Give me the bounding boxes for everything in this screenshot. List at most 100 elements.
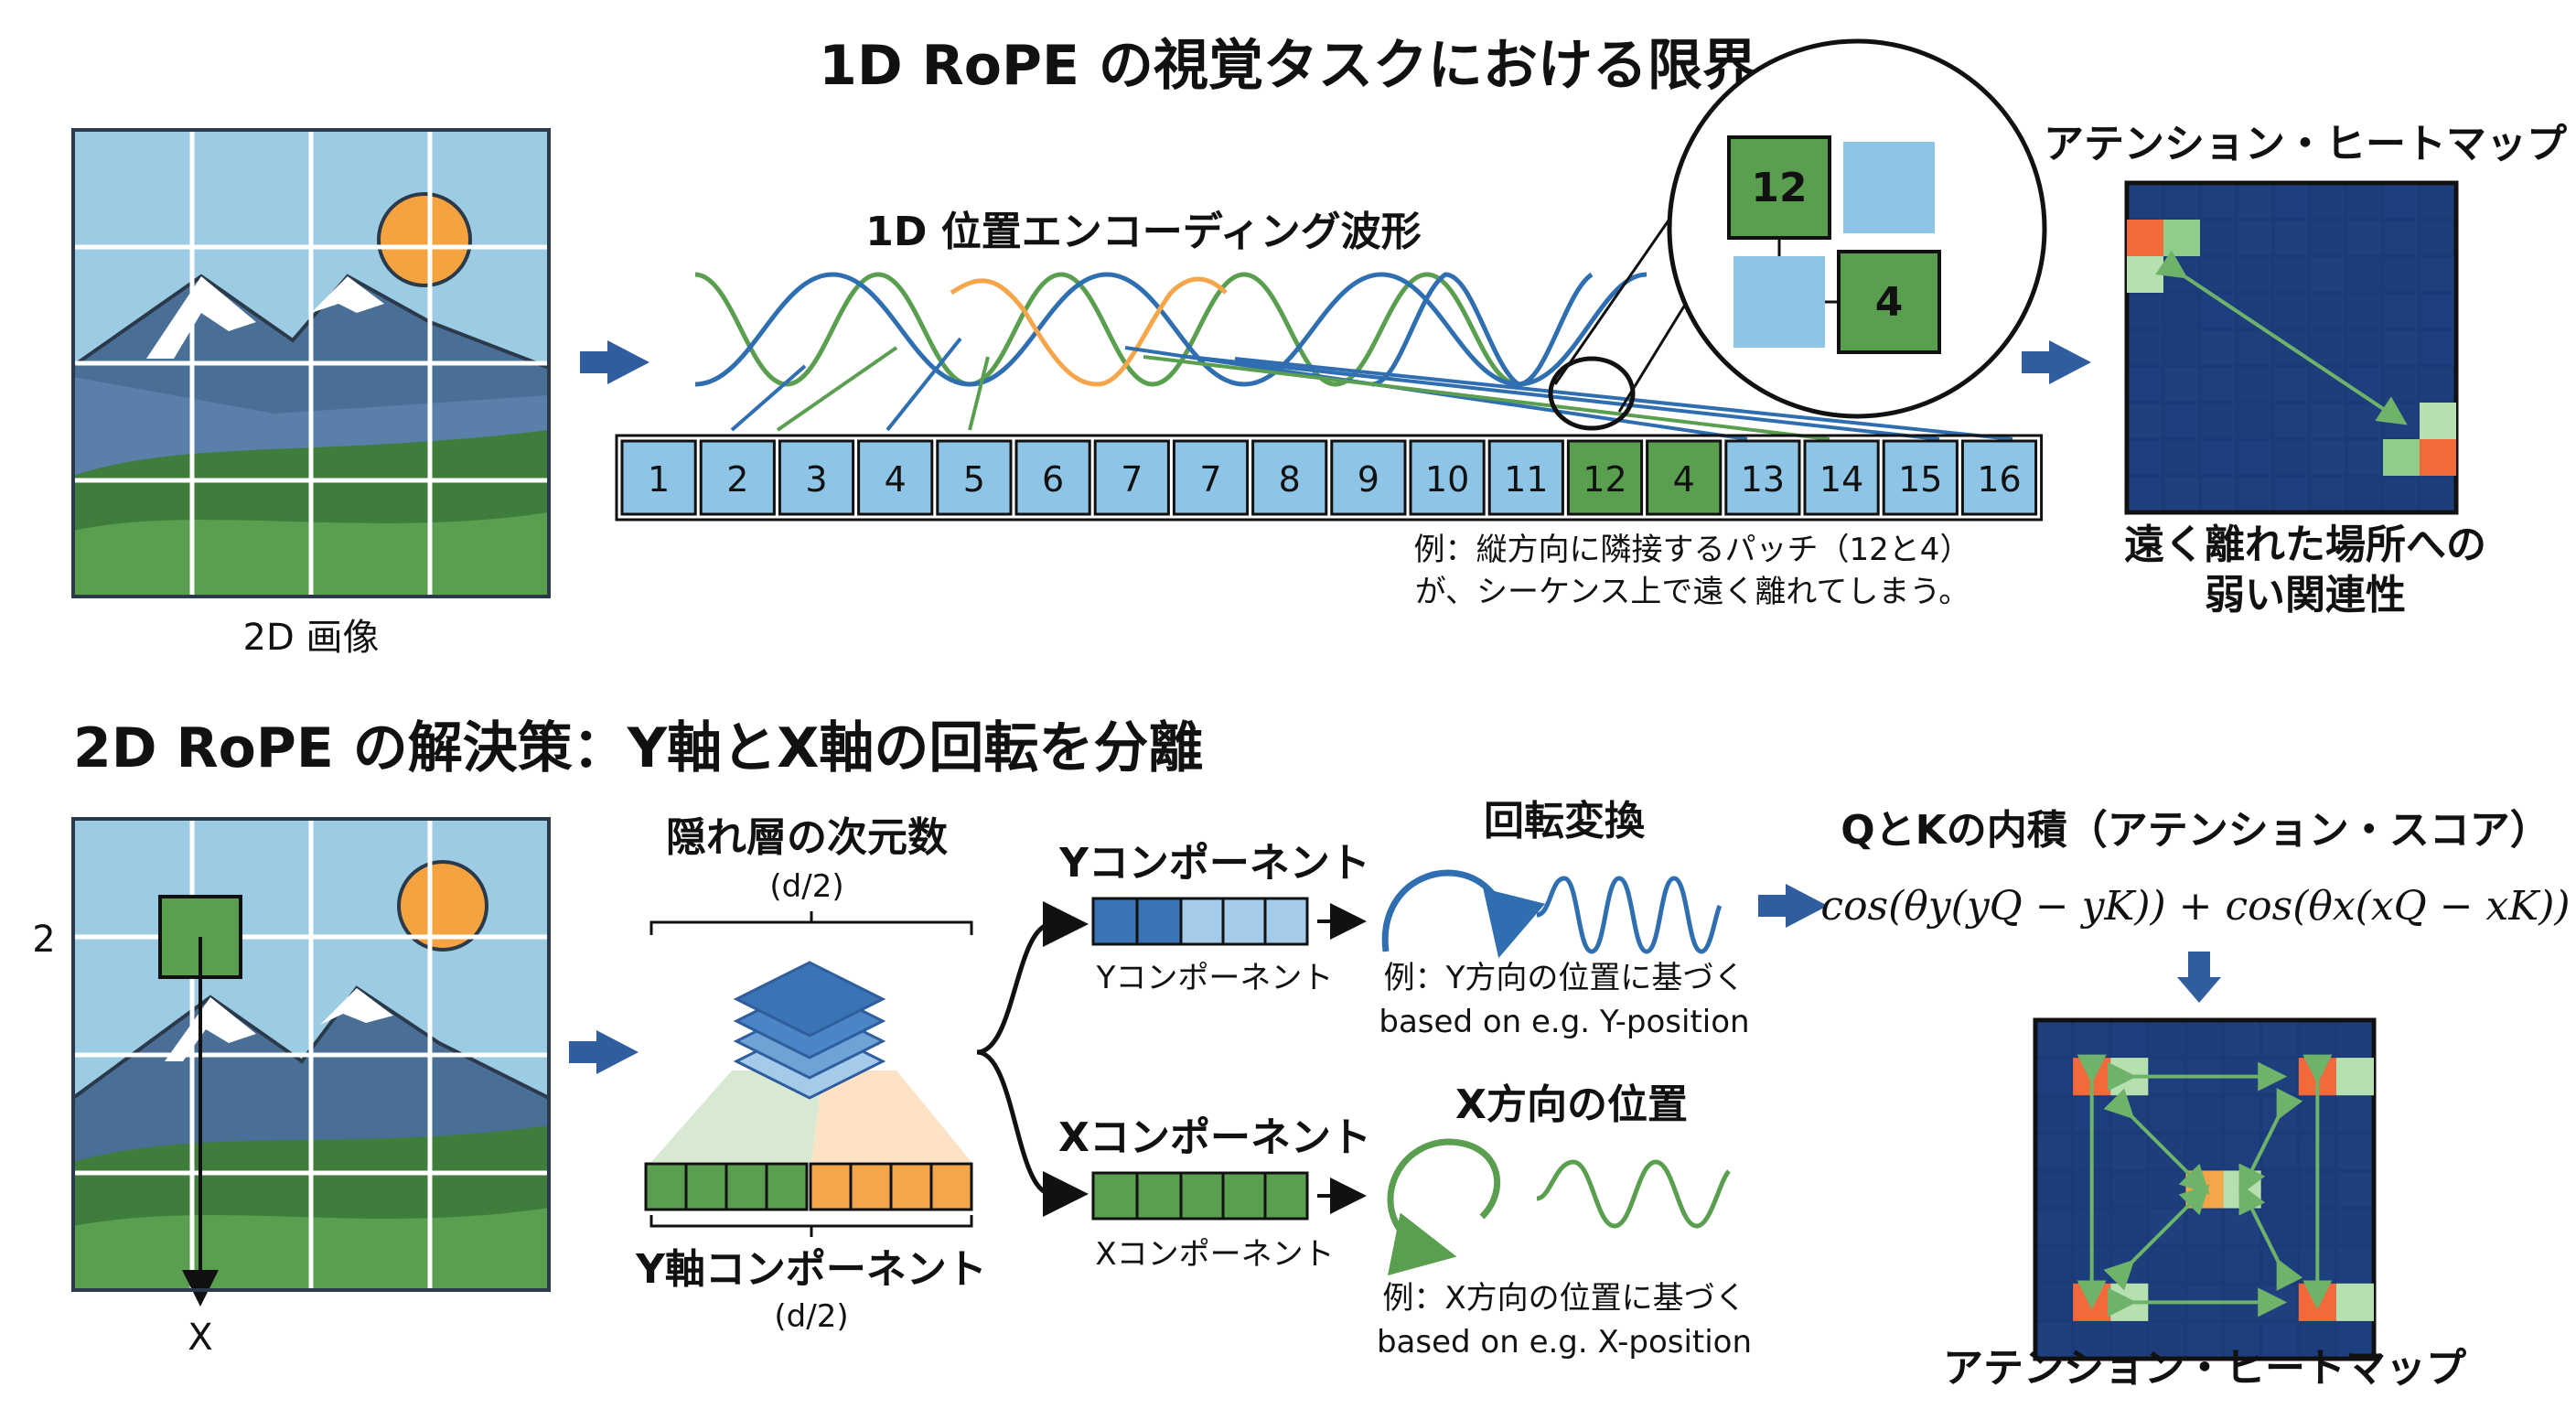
sequence-token-label: 4 bbox=[885, 459, 907, 500]
heatmap-cell bbox=[2037, 1172, 2071, 1206]
sequence-token: 6 bbox=[1016, 441, 1089, 514]
heatmap-cell bbox=[2385, 295, 2418, 328]
bottom-heatmap-title: アテンション・ヒートマップ bbox=[1943, 1345, 2466, 1392]
qk-title: QとKの内積（アテンション・スコア） bbox=[1841, 807, 2550, 854]
heatmap-cell bbox=[2150, 1248, 2184, 1282]
sequence-token-label: 5 bbox=[963, 459, 985, 500]
heatmap-cell bbox=[2421, 258, 2454, 291]
heatmap-cell bbox=[2112, 1135, 2146, 1168]
sequence-token: 4 bbox=[1648, 441, 1721, 514]
heatmap-cell bbox=[2348, 221, 2381, 254]
sequence-token: 1 bbox=[622, 441, 695, 514]
heatmap-cell bbox=[2421, 331, 2454, 364]
sequence-token: 7 bbox=[1095, 441, 1168, 514]
heatmap-cell bbox=[2202, 404, 2235, 437]
rotation-x-icon bbox=[1390, 1142, 1497, 1252]
hidden-dim-title: 隠れ層の次元数 bbox=[666, 814, 948, 861]
sequence-token: 12 bbox=[1568, 441, 1641, 514]
heatmap-cell bbox=[2348, 185, 2381, 218]
heatmap-cell bbox=[2338, 1172, 2372, 1206]
layer-stack-icon bbox=[651, 963, 971, 1162]
heatmap-cell bbox=[2263, 1022, 2297, 1056]
heatmap-cell bbox=[2037, 1285, 2071, 1319]
bottom-arrow-down bbox=[2177, 952, 2221, 1003]
heatmap-cell bbox=[2421, 221, 2454, 254]
heatmap-cell bbox=[2421, 185, 2454, 218]
sequence-token: 15 bbox=[1884, 441, 1957, 514]
heatmap-hot-cell bbox=[2127, 256, 2163, 293]
x-component-title: Xコンポーネント bbox=[1058, 1114, 1371, 1161]
heatmap-hot-cell bbox=[2163, 220, 2200, 256]
heatmap-cell bbox=[2129, 331, 2162, 364]
heatmap-cell bbox=[2385, 368, 2418, 401]
heatmap-hot-cell bbox=[2336, 1284, 2374, 1321]
heatmap-cell bbox=[2421, 295, 2454, 328]
heatmap-cell bbox=[2275, 295, 2308, 328]
sequence-token: 10 bbox=[1411, 441, 1484, 514]
x-direction-title: X方向の位置 bbox=[1455, 1081, 1688, 1128]
heatmap-cell bbox=[2421, 368, 2454, 401]
heatmap-cell bbox=[2112, 1022, 2146, 1056]
waveform bbox=[695, 274, 1647, 384]
x-example-line2: based on e.g. X-position bbox=[1377, 1324, 1752, 1361]
heatmap-cell bbox=[2150, 1097, 2184, 1131]
heatmap-cell bbox=[2129, 478, 2162, 511]
heatmap-cell bbox=[2312, 441, 2345, 474]
heatmap-cell bbox=[2312, 478, 2345, 511]
heatmap-cell bbox=[2165, 368, 2198, 401]
heatmap-hot-cell bbox=[2383, 439, 2420, 476]
heatmap-cell bbox=[2150, 1022, 2184, 1056]
sequence-token: 4 bbox=[859, 441, 932, 514]
heatmap-cell bbox=[2075, 1022, 2109, 1056]
sequence-token-label: 13 bbox=[1741, 459, 1785, 500]
heatmap-cell bbox=[2348, 295, 2381, 328]
sequence-token-label: 3 bbox=[805, 459, 827, 500]
heatmap-cell bbox=[2385, 478, 2418, 511]
heatmap-cell bbox=[2187, 1248, 2221, 1282]
heatmap-cell bbox=[2238, 258, 2271, 291]
heatmap-cell bbox=[2150, 1172, 2184, 1206]
rotation-title: 回転変換 bbox=[1484, 798, 1646, 844]
x-example-line1: 例：X方向の位置に基づく bbox=[1382, 1280, 1745, 1317]
heatmap-cell bbox=[2165, 295, 2198, 328]
top-heatmap-title: アテンション・ヒートマップ bbox=[2044, 121, 2567, 167]
wave-y-icon bbox=[1537, 878, 1720, 952]
zoom-token-12: 12 bbox=[1751, 165, 1807, 211]
heatmap-cell bbox=[2226, 1097, 2259, 1131]
rotation-y-icon bbox=[1385, 873, 1506, 952]
top-title: 1D RoPE の視覚タスクにおける限界 bbox=[819, 34, 1757, 98]
heatmap-cell bbox=[2202, 478, 2235, 511]
heatmap-hot-cell bbox=[2336, 1058, 2374, 1095]
zoom-token-4: 4 bbox=[1875, 279, 1904, 326]
sequence-token: 3 bbox=[779, 441, 853, 514]
heatmap-hot-cell bbox=[2420, 439, 2456, 476]
heatmap-cell bbox=[2226, 1248, 2259, 1282]
bottom-arrow-2 bbox=[1758, 884, 1828, 928]
top-arrow-1 bbox=[580, 340, 649, 384]
heatmap-cell bbox=[2165, 185, 2198, 218]
wave-x-icon bbox=[1537, 1162, 1729, 1226]
token-sequence: 1234567789101112413141516 bbox=[617, 436, 2042, 520]
sequence-token: 11 bbox=[1489, 441, 1562, 514]
heatmap-cell bbox=[2312, 258, 2345, 291]
hidden-dim-bracket bbox=[651, 911, 971, 935]
heatmap-cell bbox=[2385, 185, 2418, 218]
sequence-token: 2 bbox=[701, 441, 774, 514]
bottom-heatmap bbox=[2035, 1020, 2374, 1359]
heatmap-cell bbox=[2037, 1059, 2071, 1093]
heatmap-cell bbox=[2275, 258, 2308, 291]
heatmap-cell bbox=[2238, 331, 2271, 364]
heatmap-hot-cell bbox=[2420, 403, 2456, 439]
hidden-dim-sub: (d/2) bbox=[769, 868, 843, 905]
sequence-token-label: 6 bbox=[1042, 459, 1064, 500]
heatmap-cell bbox=[2263, 1172, 2297, 1206]
heatmap-cell bbox=[2275, 185, 2308, 218]
heatmap-cell bbox=[2348, 258, 2381, 291]
heatmap-cell bbox=[2129, 295, 2162, 328]
y-component-vector bbox=[1093, 898, 1307, 944]
heatmap-cell bbox=[2238, 221, 2271, 254]
heatmap-cell bbox=[2037, 1135, 2071, 1168]
heatmap-cell bbox=[2238, 441, 2271, 474]
heatmap-cell bbox=[2165, 478, 2198, 511]
